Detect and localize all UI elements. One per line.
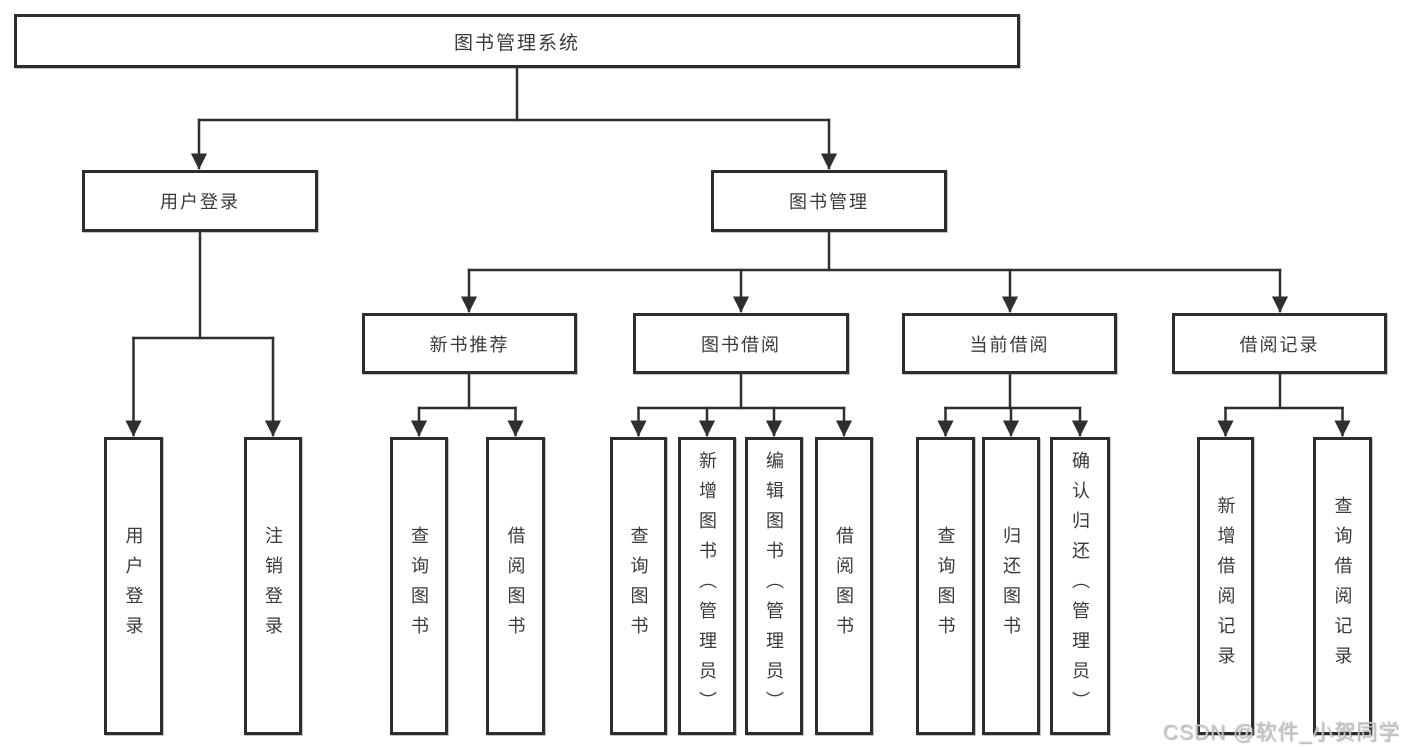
node-book-borrow: 图书借阅 — [633, 313, 849, 374]
leaf-borrow-edit-book: 编辑图书（管理员） — [745, 437, 803, 735]
leaf-borrow-borrow-book: 借阅图书 — [815, 437, 873, 735]
leaf-records-add: 新增借阅记录 — [1197, 437, 1254, 735]
leaf-current-confirm-return: 确认归还（管理员） — [1050, 437, 1110, 735]
leaf-current-return: 归还图书 — [982, 437, 1040, 735]
leaf-logout: 注销登录 — [244, 437, 302, 735]
node-borrow-records: 借阅记录 — [1172, 313, 1387, 374]
leaf-records-query-label: 查询借阅记录 — [1332, 496, 1353, 676]
leaf-user-login-label: 用户登录 — [123, 526, 144, 646]
csdn-watermark: CSDN @软件_小贺同学 — [1162, 721, 1400, 744]
leaf-current-confirm-return-label: 确认归还（管理员） — [1070, 451, 1090, 721]
node-new-book-rec: 新书推荐 — [362, 313, 577, 374]
connector-current-borrow-children — [937, 372, 1089, 437]
node-book-mgmt: 图书管理 — [711, 170, 947, 232]
node-user-login: 用户登录 — [82, 170, 318, 232]
leaf-borrow-borrow-book-label: 借阅图书 — [834, 526, 854, 646]
node-current-borrow: 当前借阅 — [902, 313, 1117, 374]
connector-book-mgmt-children — [460, 230, 1289, 313]
leaf-borrow-add-book-label: 新增图书（管理员） — [697, 451, 717, 721]
leaf-records-add-label: 新增借阅记录 — [1215, 496, 1236, 676]
node-root: 图书管理系统 — [14, 14, 1020, 68]
leaf-newbook-query: 查询图书 — [390, 437, 448, 735]
leaf-newbook-borrow: 借阅图书 — [486, 437, 545, 735]
connector-book-borrow-children — [630, 372, 853, 437]
leaf-current-query-label: 查询图书 — [935, 526, 956, 646]
leaf-borrow-edit-book-label: 编辑图书（管理员） — [764, 451, 784, 721]
leaf-borrow-add-book: 新增图书（管理员） — [678, 437, 736, 735]
node-borrow-records-label: 借阅记录 — [1239, 334, 1320, 355]
node-user-login-label: 用户登录 — [160, 192, 240, 212]
node-new-book-rec-label: 新书推荐 — [429, 334, 510, 355]
node-book-mgmt-label: 图书管理 — [789, 192, 869, 212]
node-current-borrow-label: 当前借阅 — [969, 334, 1050, 355]
leaf-current-query: 查询图书 — [916, 437, 975, 735]
leaf-records-query: 查询借阅记录 — [1313, 437, 1372, 735]
leaf-borrow-query-label: 查询图书 — [628, 526, 649, 646]
connector-root-to-level2 — [190, 66, 838, 170]
leaf-newbook-query-label: 查询图书 — [409, 526, 429, 646]
leaf-user-login: 用户登录 — [104, 437, 163, 735]
node-book-borrow-label: 图书借阅 — [701, 334, 781, 355]
leaf-current-return-label: 归还图书 — [1001, 526, 1021, 646]
connector-new-book-rec-children — [410, 372, 524, 437]
connector-user-login-children — [125, 230, 282, 437]
leaf-borrow-query: 查询图书 — [610, 437, 667, 735]
connector-borrow-records-children — [1217, 372, 1351, 437]
node-root-label: 图书管理系统 — [453, 32, 580, 54]
leaf-newbook-borrow-label: 借阅图书 — [505, 526, 526, 646]
leaf-logout-label: 注销登录 — [263, 526, 283, 646]
